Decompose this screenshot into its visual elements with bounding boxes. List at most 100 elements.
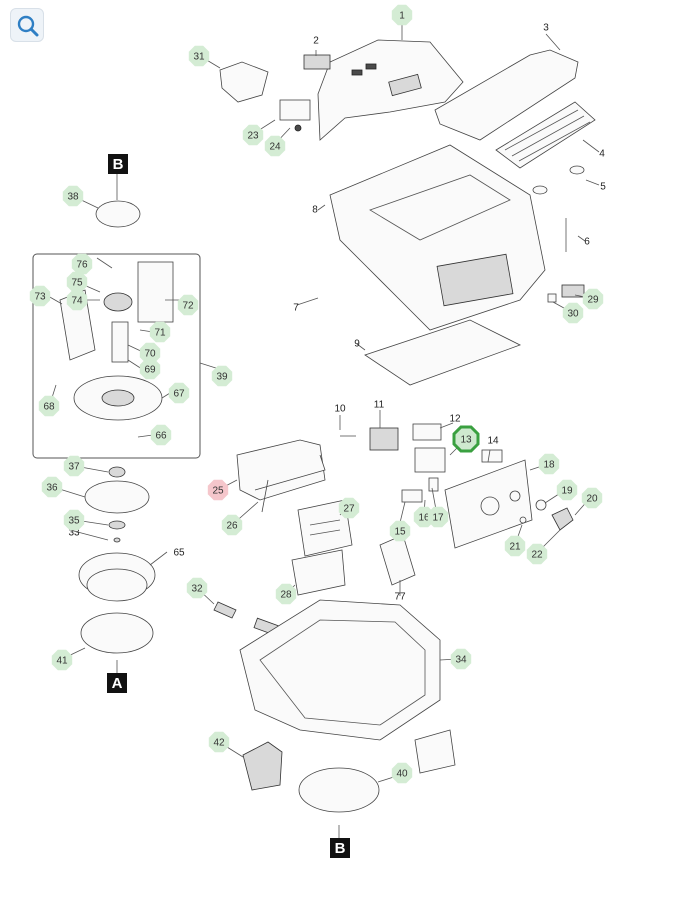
part-badge-bg: [63, 509, 85, 531]
part-badge-32[interactable]: 32: [186, 577, 208, 599]
part-badge-38[interactable]: 38: [62, 185, 84, 207]
part-badge-label: 68: [43, 402, 55, 413]
part-badge-bg: [221, 514, 243, 536]
part-badge-18[interactable]: 18: [538, 453, 560, 475]
part-badge-label: 15: [394, 527, 406, 538]
part-badge-36[interactable]: 36: [41, 476, 63, 498]
part-badge-bg: [275, 583, 297, 605]
part-badge-label: 66: [155, 431, 167, 442]
part-badge-22[interactable]: 22: [526, 543, 548, 565]
part-badge-bg: [208, 731, 230, 753]
part-badge-bg: [51, 649, 73, 671]
part-badge-bg: [556, 479, 578, 501]
part-badge-label: 73: [34, 292, 46, 303]
part-badge-label: 27: [343, 504, 355, 515]
part-badge-35[interactable]: 35: [63, 509, 85, 531]
part-badge-label: 11: [374, 400, 385, 411]
part-badge-bg: [63, 455, 85, 477]
part-badge-bg: [242, 124, 264, 146]
part-badge-29[interactable]: 29: [582, 288, 604, 310]
part-badge-74[interactable]: 74: [66, 289, 88, 311]
part-badge-bg: [41, 476, 63, 498]
part-badge-label: 34: [455, 655, 467, 666]
part-badge-30[interactable]: 30: [562, 302, 584, 324]
part-badge-bg: [139, 358, 161, 380]
part-badge-label: 30: [567, 309, 579, 320]
part-badge-8: 8: [312, 205, 318, 216]
part-badge-24[interactable]: 24: [264, 135, 286, 157]
part-badge-65: 65: [173, 548, 185, 559]
part-badge-19[interactable]: 19: [556, 479, 578, 501]
part-badge-13[interactable]: 13: [452, 425, 480, 453]
part-badge-bg: [168, 382, 190, 404]
part-badge-label: 10: [334, 404, 346, 415]
part-badge-72[interactable]: 72: [177, 294, 199, 316]
part-badge-label: 38: [67, 192, 79, 203]
part-badge-17[interactable]: 17: [427, 506, 449, 528]
part-drawings: [32, 22, 600, 838]
part-badge-3: 3: [543, 23, 549, 34]
part-badge-label: 25: [212, 486, 224, 497]
section-label-A: A: [107, 673, 127, 693]
part-badge-73[interactable]: 73: [29, 285, 51, 307]
part-badge-label: 5: [600, 182, 606, 193]
part-badge-42[interactable]: 42: [208, 731, 230, 753]
part-badge-15[interactable]: 15: [389, 520, 411, 542]
part-badge-34[interactable]: 34: [450, 648, 472, 670]
part-badge-label: 28: [280, 590, 292, 601]
part-badge-20[interactable]: 20: [581, 487, 603, 509]
part-badge-37[interactable]: 37: [63, 455, 85, 477]
part-badge-label: 19: [561, 486, 573, 497]
part-badge-bg: [452, 425, 480, 453]
part-badge-bg: [66, 271, 88, 293]
part-badge-label: 12: [449, 414, 461, 425]
part-badge-26[interactable]: 26: [221, 514, 243, 536]
part-badge-bg: [504, 535, 526, 557]
part-badge-label: 65: [173, 548, 185, 559]
part-badge-9: 9: [354, 339, 360, 350]
part-badge-40[interactable]: 40: [391, 762, 413, 784]
part-badge-75[interactable]: 75: [66, 271, 88, 293]
part-badge-label: 33: [68, 528, 80, 539]
part-badge-label: 24: [269, 142, 281, 153]
part-badge-label: 23: [247, 131, 259, 142]
part-badge-bg: [188, 45, 210, 67]
part-badge-41[interactable]: 41: [51, 649, 73, 671]
part-badge-39[interactable]: 39: [211, 365, 233, 387]
part-badge-label: 41: [56, 656, 68, 667]
part-badge-label: 77: [394, 592, 406, 603]
part-badge-25[interactable]: 25: [207, 479, 229, 501]
part-badge-76[interactable]: 76: [71, 253, 93, 275]
part-badge-label: 9: [354, 339, 360, 350]
part-badge-28[interactable]: 28: [275, 583, 297, 605]
part-badge-27[interactable]: 27: [338, 497, 360, 519]
search-icon: [17, 15, 39, 37]
part-badge-bg: [581, 487, 603, 509]
part-badge-label: 22: [531, 550, 543, 561]
part-badge-1[interactable]: 1: [391, 4, 413, 26]
search-button[interactable]: [10, 8, 44, 42]
part-badge-71[interactable]: 71: [149, 321, 171, 343]
part-badge-23[interactable]: 23: [242, 124, 264, 146]
part-badge-label: 29: [587, 295, 599, 306]
part-badge-label: 37: [68, 462, 80, 473]
part-badge-68[interactable]: 68: [38, 395, 60, 417]
part-badge-bg: [582, 288, 604, 310]
part-badge-66[interactable]: 66: [150, 424, 172, 446]
part-badge-label: 76: [76, 260, 88, 271]
part-badge-69[interactable]: 69: [139, 358, 161, 380]
part-badge-67[interactable]: 67: [168, 382, 190, 404]
part-badge-31[interactable]: 31: [188, 45, 210, 67]
part-badge-label: 42: [213, 738, 225, 749]
part-badge-label: 36: [46, 483, 58, 494]
part-badge-70[interactable]: 70: [139, 342, 161, 364]
part-badge-label: 7: [293, 303, 299, 314]
part-badge-label: 4: [599, 149, 605, 160]
part-badge-label: 70: [144, 349, 156, 360]
part-badge-bg: [427, 506, 449, 528]
part-badge-21[interactable]: 21: [504, 535, 526, 557]
part-badge-bg: [450, 648, 472, 670]
part-badge-label: 39: [216, 372, 228, 383]
part-badge-5: 5: [600, 182, 606, 193]
